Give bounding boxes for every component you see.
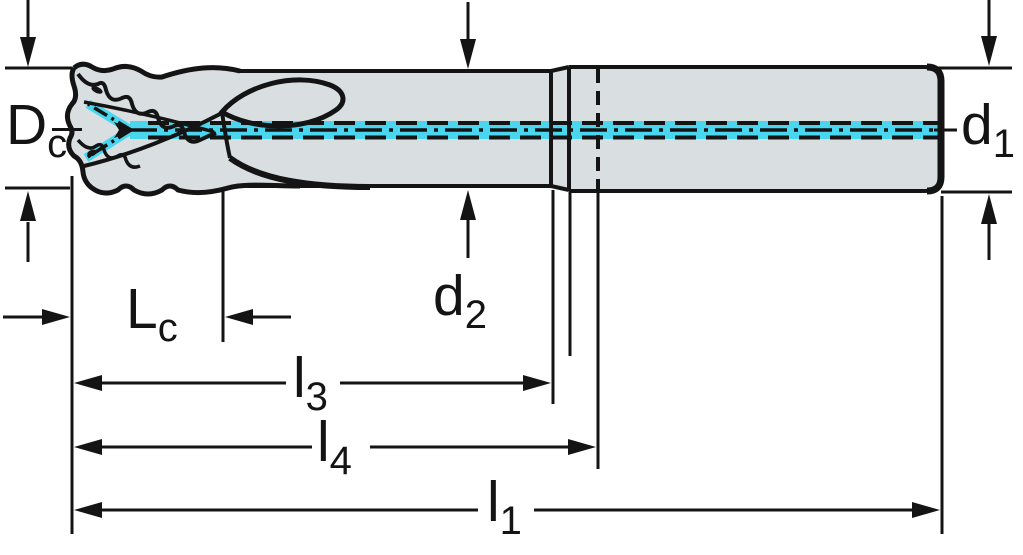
shank-lines bbox=[238, 63, 945, 195]
l3-left-arrowhead bbox=[74, 375, 102, 391]
chamfer-top bbox=[550, 65, 570, 73]
coolant-centerline-group bbox=[52, 100, 957, 162]
second-tooth-edge bbox=[83, 111, 223, 168]
dc-top-arrowhead bbox=[20, 37, 36, 67]
branch-apex-arrow bbox=[114, 122, 136, 138]
label-neck-diameter-d2: d2 bbox=[433, 264, 487, 337]
label-cutting-diameter-Dc: Dc bbox=[6, 93, 68, 166]
edge-mark-upper bbox=[91, 86, 103, 94]
branch-centerline-lower bbox=[85, 128, 132, 160]
d1-bottom-arrowhead bbox=[981, 194, 997, 224]
lc-left-arrowhead bbox=[42, 309, 70, 325]
label-length-l3: l3 bbox=[293, 346, 328, 419]
label-cutting-length-Lc: Lc bbox=[126, 277, 178, 350]
cutter-head-lines bbox=[64, 61, 371, 197]
label-overall-length-l1: l1 bbox=[487, 470, 522, 543]
label-shank-diameter-d1: d1 bbox=[961, 93, 1015, 166]
chamfer-bottom bbox=[550, 184, 570, 192]
serrated-cutting-edge bbox=[76, 72, 217, 144]
cutter-head-silhouette bbox=[64, 61, 301, 197]
l3-right-arrowhead bbox=[523, 375, 551, 391]
l4-right-arrowhead bbox=[568, 439, 596, 455]
label-length-l4: l4 bbox=[317, 410, 352, 483]
d2-bottom-arrowhead bbox=[460, 190, 476, 220]
lower-serration bbox=[76, 138, 141, 169]
dc-bottom-arrowhead bbox=[20, 191, 36, 221]
flute-face-line bbox=[83, 100, 215, 134]
d2-top-arrowhead bbox=[460, 39, 476, 69]
l1-left-arrowhead bbox=[74, 502, 102, 518]
flute-boundary bbox=[220, 111, 232, 159]
l1-right-arrowhead bbox=[912, 502, 940, 518]
dimension-layer bbox=[3, 0, 1012, 534]
shank-right-end-edge bbox=[926, 63, 945, 195]
d1-top-arrowhead bbox=[981, 36, 997, 66]
l4-left-arrowhead bbox=[74, 439, 102, 455]
lc-right-arrowhead bbox=[225, 309, 253, 325]
flute-runout-petal bbox=[218, 77, 346, 129]
edge-mark-lower bbox=[87, 149, 97, 157]
